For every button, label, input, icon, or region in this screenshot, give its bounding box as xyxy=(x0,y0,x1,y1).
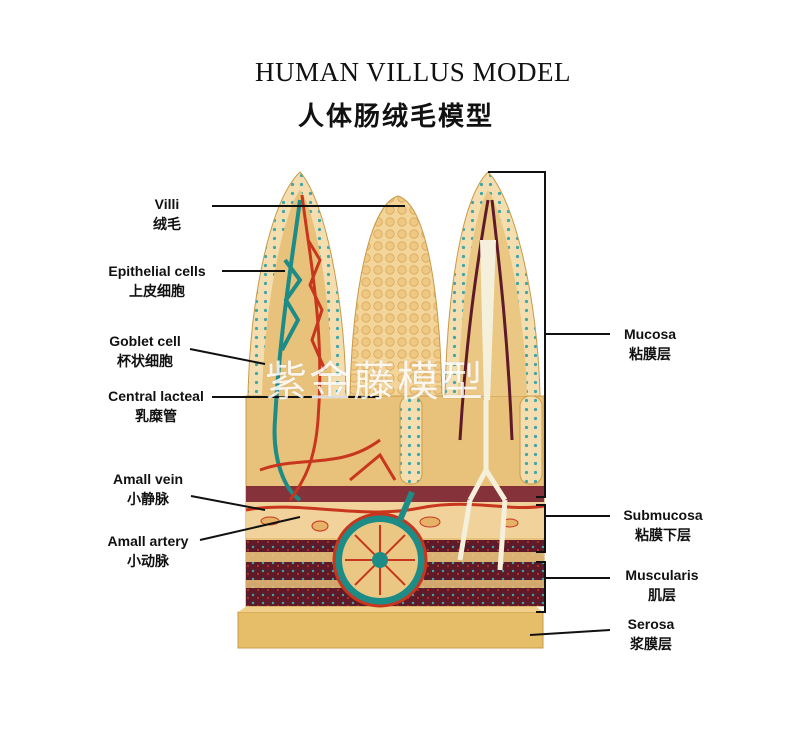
label-submucosa-zh: 粘膜下层 xyxy=(635,527,691,543)
title-english: HUMAN VILLUS MODEL xyxy=(255,57,571,87)
label-small-artery: Amall artery 小动脉 xyxy=(94,531,202,571)
layer-brackets xyxy=(488,171,611,636)
label-villi: Villi 绒毛 xyxy=(137,194,197,234)
label-serosa-en: Serosa xyxy=(627,616,675,632)
label-small-vein-en: Amall vein xyxy=(112,471,184,487)
label-villi-en: Villi xyxy=(154,196,180,212)
label-submucosa-en: Submucosa xyxy=(623,507,703,523)
label-goblet-cell-zh: 杯状细胞 xyxy=(117,353,173,369)
title-chinese: 人体肠绒毛模型 xyxy=(297,102,494,132)
label-epithelial-cells-zh: 上皮细胞 xyxy=(129,283,185,299)
label-central-lacteal-en: Central lacteal xyxy=(108,388,204,404)
label-serosa-zh: 浆膜层 xyxy=(630,636,672,652)
label-muscularis-zh: 肌层 xyxy=(648,587,676,603)
label-central-lacteal: Central lacteal 乳糜管 xyxy=(94,386,218,426)
label-villi-zh: 绒毛 xyxy=(153,216,181,232)
label-submucosa: Submucosa 粘膜下层 xyxy=(612,505,714,545)
base-plate xyxy=(237,611,544,649)
label-small-vein: Amall vein 小静脉 xyxy=(100,469,196,509)
label-muscularis: Muscularis 肌层 xyxy=(612,565,712,605)
label-mucosa-zh: 粘膜层 xyxy=(629,346,671,362)
label-goblet-cell-en: Goblet cell xyxy=(109,333,181,349)
label-small-artery-en: Amall artery xyxy=(107,533,189,549)
leader-lines-left xyxy=(189,205,405,541)
label-epithelial-cells: Epithelial cells 上皮细胞 xyxy=(90,261,224,301)
label-muscularis-en: Muscularis xyxy=(625,567,699,583)
label-serosa: Serosa 浆膜层 xyxy=(614,614,688,654)
label-goblet-cell: Goblet cell 杯状细胞 xyxy=(98,331,192,371)
label-small-artery-zh: 小动脉 xyxy=(127,553,169,569)
label-central-lacteal-zh: 乳糜管 xyxy=(135,408,177,424)
label-mucosa-en: Mucosa xyxy=(623,326,677,342)
watermark: 紫金藤模型 xyxy=(265,357,486,406)
label-epithelial-cells-en: Epithelial cells xyxy=(108,263,206,279)
label-mucosa: Mucosa 粘膜层 xyxy=(612,324,688,364)
villus-middle xyxy=(349,195,443,397)
label-small-vein-zh: 小静脉 xyxy=(127,491,169,507)
